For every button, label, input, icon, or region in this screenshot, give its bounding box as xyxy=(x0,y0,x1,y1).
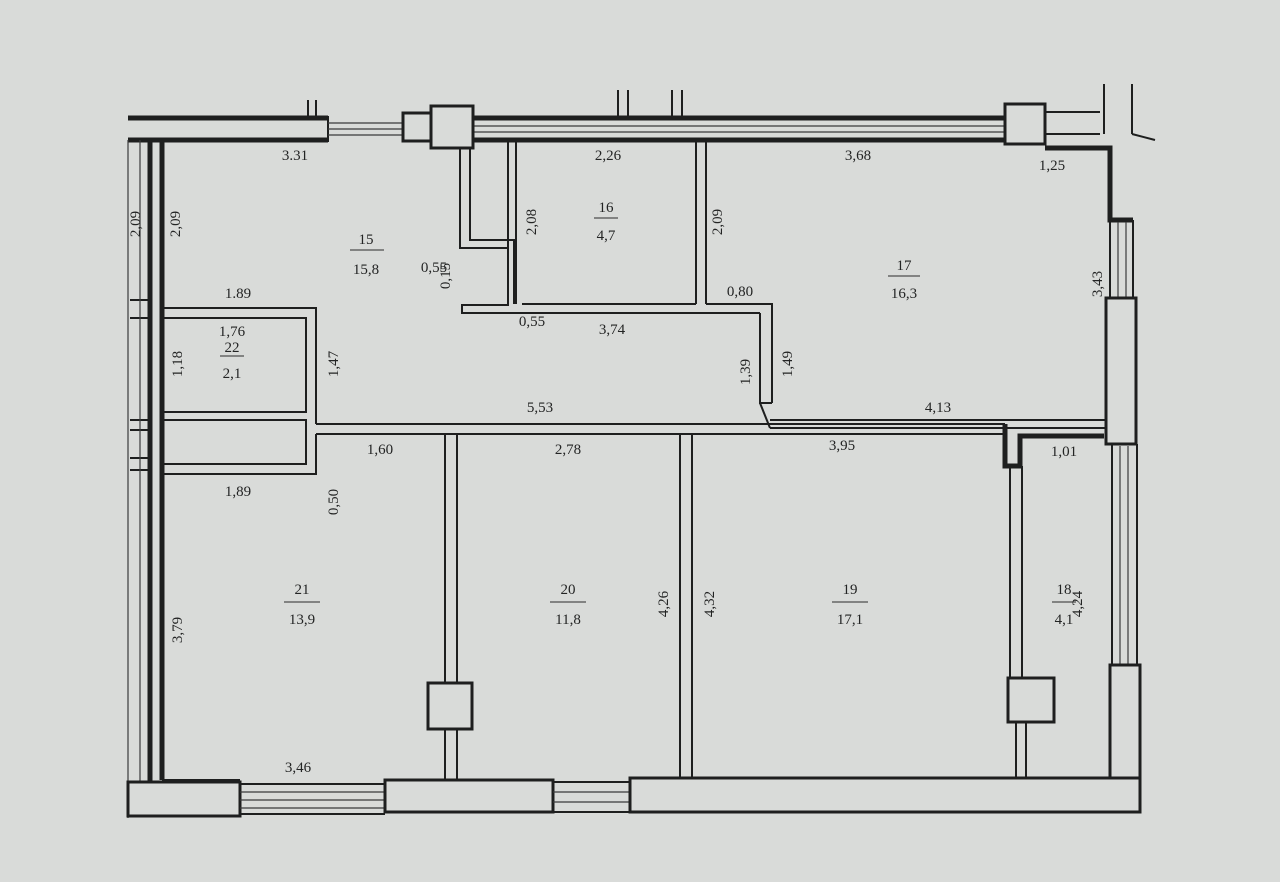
dim-432: 4,32 xyxy=(702,591,718,617)
room-16-label: 16 4,7 xyxy=(594,200,618,244)
dim-346: 3,46 xyxy=(285,760,312,776)
dim-015: 0,15 xyxy=(438,263,454,289)
room-labels: 15 15,8 16 4,7 17 16,3 22 2,1 21 13,9 20… xyxy=(220,200,1076,628)
room-area: 11,8 xyxy=(555,612,581,628)
dim-left-room15: 2,09 xyxy=(168,211,184,237)
room-area: 2,1 xyxy=(223,366,242,382)
dim-147: 1,47 xyxy=(326,350,342,377)
dim-room16-height: 2,08 xyxy=(524,209,540,235)
dim-top-right: 1,25 xyxy=(1039,158,1065,174)
dim-055-top: 0,55 xyxy=(421,260,447,276)
room-15-label: 15 15,8 xyxy=(350,232,384,278)
room-number: 15 xyxy=(359,232,374,248)
room-area: 13,9 xyxy=(289,612,315,628)
room-17-label: 17 16,3 xyxy=(888,258,920,302)
room-22-label: 22 2,1 xyxy=(220,340,244,382)
dim-379: 3,79 xyxy=(170,617,186,643)
dim-room17-left: 2,09 xyxy=(710,209,726,235)
dim-top-room17: 3,68 xyxy=(845,148,871,164)
dim-101: 1,01 xyxy=(1051,444,1077,460)
dim-118: 1,18 xyxy=(170,351,186,377)
dim-413: 4,13 xyxy=(925,400,951,416)
room-number: 16 xyxy=(599,200,615,216)
room-area: 17,1 xyxy=(837,612,863,628)
room-21-label: 21 13,9 xyxy=(284,582,320,628)
room-area: 4,1 xyxy=(1055,612,1074,628)
interior-walls xyxy=(162,140,1105,780)
dim-343: 3,43 xyxy=(1090,271,1106,297)
room-number: 22 xyxy=(225,340,240,356)
dim-374: 3,74 xyxy=(599,322,626,338)
dim-189-top: 1.89 xyxy=(225,286,251,302)
exterior-walls xyxy=(126,84,1156,818)
dim-395: 3,95 xyxy=(829,438,855,454)
dimension-labels: 3.31 2,26 3,68 1,25 2,09 2,09 2,08 2,09 … xyxy=(128,148,1106,776)
dim-424: 4,24 xyxy=(1070,590,1086,617)
room-area: 16,3 xyxy=(891,286,917,302)
room-area: 4,7 xyxy=(597,228,616,244)
room-20-label: 20 11,8 xyxy=(550,582,586,628)
dim-149: 1,49 xyxy=(780,351,796,377)
dim-176: 1,76 xyxy=(219,324,246,340)
dim-left-outer: 2,09 xyxy=(128,211,144,237)
room-19-label: 19 17,1 xyxy=(832,582,868,628)
room-number: 20 xyxy=(561,582,576,598)
dim-553: 5,53 xyxy=(527,400,553,416)
dim-top-room16: 2,26 xyxy=(595,148,622,164)
room-number: 19 xyxy=(843,582,858,598)
dim-139: 1,39 xyxy=(738,359,754,385)
dim-top-room15: 3.31 xyxy=(282,148,308,164)
dim-050: 0,50 xyxy=(326,489,342,515)
dim-080: 0,80 xyxy=(727,284,753,300)
dim-278: 2,78 xyxy=(555,442,581,458)
room-18-label: 18 4,1 xyxy=(1052,582,1076,628)
room-number: 17 xyxy=(897,258,913,274)
dim-055-bottom: 0,55 xyxy=(519,314,545,330)
room-number: 18 xyxy=(1057,582,1072,598)
dim-189-bottom: 1,89 xyxy=(225,484,251,500)
dim-426: 4,26 xyxy=(656,590,672,617)
room-number: 21 xyxy=(295,582,310,598)
room-area: 15,8 xyxy=(353,262,379,278)
dim-160: 1,60 xyxy=(367,442,393,458)
